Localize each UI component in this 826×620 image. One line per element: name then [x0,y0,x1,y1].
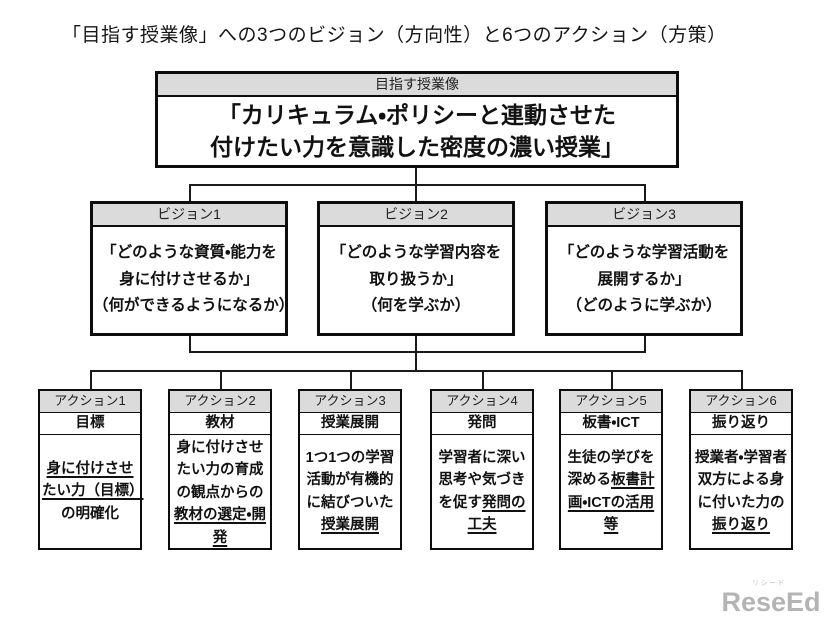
vision-box-2: ビジョン2 「どのような学習内容を 取り扱うか」 （何を学ぶか） [317,201,515,336]
action-6-header: アクション6 [691,391,791,413]
action-4-subtitle: 発問 [432,413,532,435]
action-2-header: アクション2 [170,391,270,413]
connector [415,184,417,202]
vision-2-header: ビジョン2 [320,204,512,227]
goal-line-1: 「カリキュラム・ポリシーと連動させた [217,101,617,128]
goal-box: 目指す授業像 「カリキュラム・ポリシーと連動させた 付けたい力を意識した密度の濃… [155,71,679,168]
vision-box-1: ビジョン1 「どのような資質・能力を 身に付けさせるか」 （何ができるようになる… [90,201,295,336]
connector [644,184,646,202]
action-2-text: 身に付けさせたい力の育成の観点からの教材の選定・開発 [174,440,266,546]
connector [415,351,417,372]
reseed-ruby-label: リシード [752,580,786,587]
vision-box-3: ビジョン3 「どのような学習活動を 展開するか」 （どのように学ぶか） [545,201,743,336]
vision-3-line-3: （どのように学ぶか） [566,297,722,315]
vision-3-header: ビジョン3 [548,204,740,227]
action-4-header: アクション4 [432,391,532,413]
connector [611,370,613,390]
action-box-6: アクション6 振り返り 授業者・学習者双方による身に付いた力の振り返り [689,389,793,550]
action-box-5: アクション5 板書・ICT 生徒の学びを深める板書計画・ICTの活用等 [559,389,663,550]
vision-2-line-1: 「どのような学習内容を [330,244,502,262]
connector [644,336,646,353]
action-6-text: 授業者・学習者双方による身に付いた力の振り返り [695,449,787,533]
vision-2-content: 「どのような学習内容を 取り扱うか」 （何を学ぶか） [320,227,512,333]
connector [415,336,417,353]
action-4-content: 学習者に深い思考や気づきを促す発問の工夫 [432,435,532,548]
vision-2-line-2: 取り扱うか」 [369,270,463,288]
goal-line-2: 付けたい力を意識した密度の濃い授業」 [210,134,624,160]
action-2-content: 身に付けさせたい力の育成の観点からの教材の選定・開発 [170,435,270,551]
connector [220,370,222,390]
action-box-2: アクション2 教材 身に付けさせたい力の育成の観点からの教材の選定・開発 [168,389,272,550]
connector [90,370,92,390]
action-box-3: アクション3 授業展開 1つ1つの学習活動が有機的に結びついた授業展開 [298,389,402,550]
vision-1-line-1: 「どのような資質・能力を [101,244,277,262]
action-box-1: アクション1 目標 身に付けさせたい力（目標）の明確化 [38,389,144,550]
action-4-text: 学習者に深い思考や気づきを促す発問の工夫 [438,449,526,533]
action-5-subtitle: 板書・ICT [561,413,661,435]
action-2-subtitle: 教材 [170,413,270,435]
action-1-header: アクション1 [40,391,140,413]
connector [189,336,191,353]
vision-3-line-1: 「どのような学習活動を [558,244,730,262]
vision-1-header: ビジョン1 [93,204,285,227]
connector [189,184,191,202]
action-1-content: 身に付けさせたい力（目標）の明確化 [40,435,144,548]
action-6-content: 授業者・学習者双方による身に付いた力の振り返り [691,435,791,548]
goal-box-content: 「カリキュラム・ポリシーと連動させた 付けたい力を意識した密度の濃い授業」 [158,97,676,165]
diagram-title: 「目指す授業像」への3つのビジョン（方向性）と6つのアクション（方策） [62,25,727,46]
goal-box-header: 目指す授業像 [158,74,676,97]
vision-3-content: 「どのような学習活動を 展開するか」 （どのように学ぶか） [548,227,740,333]
action-box-4: アクション4 発問 学習者に深い思考や気づきを促す発問の工夫 [430,389,534,550]
action-5-content: 生徒の学びを深める板書計画・ICTの活用等 [561,435,661,548]
action-6-subtitle: 振り返り [691,413,791,435]
connector [741,370,743,390]
connector [189,351,646,353]
vision-1-content: 「どのような資質・能力を 身に付けさせるか」 （何ができるようになるか） [93,227,295,333]
action-5-text: 生徒の学びを深める板書計画・ICTの活用等 [567,449,655,533]
vision-1-line-3: （何ができるようになるか） [93,297,295,315]
connector [482,370,484,390]
action-3-content: 1つ1つの学習活動が有機的に結びついた授業展開 [300,435,400,548]
connector [415,168,417,185]
vision-3-line-2: 展開するか」 [597,270,691,288]
vision-2-line-3: （何を学ぶか） [361,297,471,315]
connector [189,184,646,186]
action-3-text: 1つ1つの学習活動が有機的に結びついた授業展開 [305,449,395,533]
reseed-logo: ReseEd [721,587,821,617]
action-3-header: アクション3 [300,391,400,413]
action-1-text: 身に付けさせたい力（目標）の明確化 [42,460,144,522]
reseed-watermark: リシード ReseEd [716,580,826,616]
connector [90,370,743,372]
vision-1-line-2: 身に付けさせるか」 [119,270,259,288]
connector [350,370,352,390]
action-5-header: アクション5 [561,391,661,413]
action-3-subtitle: 授業展開 [300,413,400,435]
action-1-subtitle: 目標 [40,413,140,435]
